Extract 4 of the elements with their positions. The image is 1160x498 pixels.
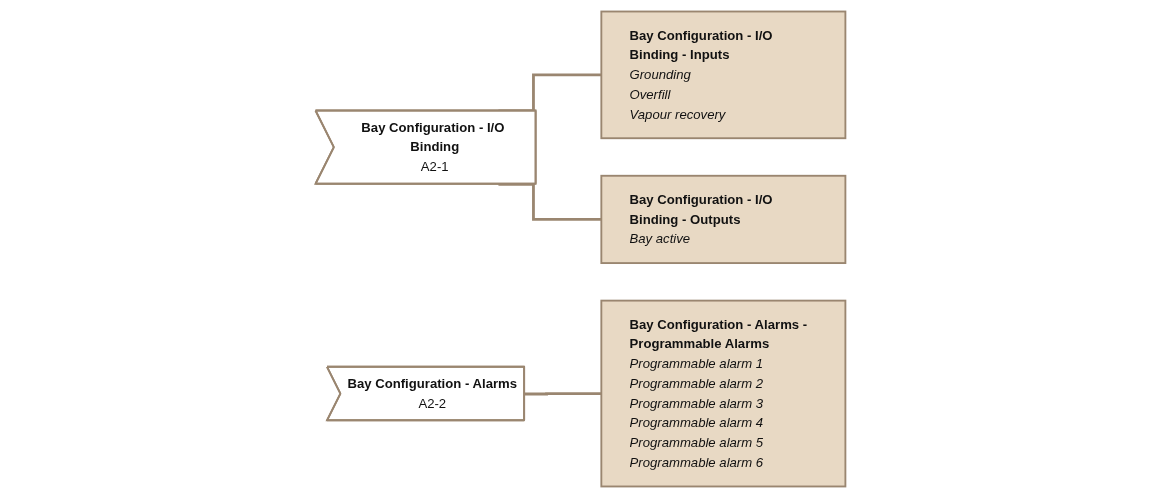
node-box: Bay Configuration - I/O Binding - Inputs Grounding Overfill Vapour recovery [599,10,846,140]
node-box: Bay Configuration - I/O Binding - Outputs Bay active [599,174,846,264]
node-box: Bay Configuration - Alarms - Programmable Alarms Programmable alarm 1 Programmable alarm 2 Programmable alarm 3 Programmable alarm 4 Programmable alarm 5 Programmable alarm 6 [599,299,846,488]
connector [524,392,601,396]
